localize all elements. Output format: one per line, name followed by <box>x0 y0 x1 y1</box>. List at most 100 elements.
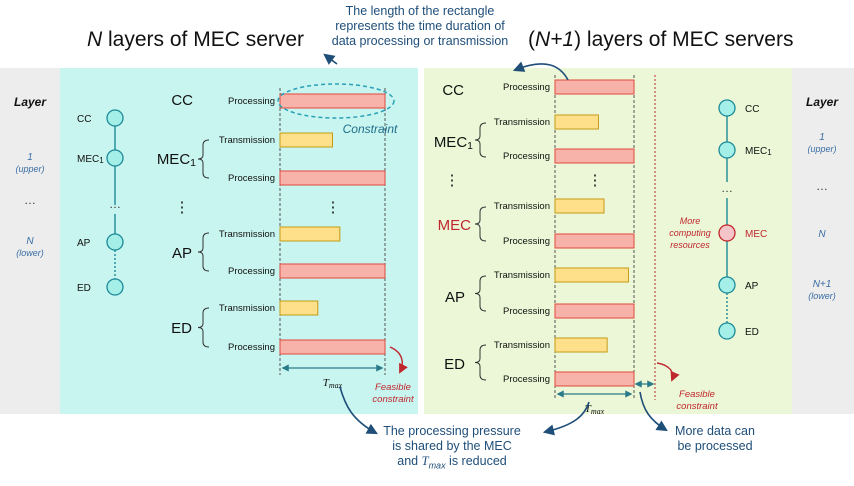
pressure-arrow-right <box>542 401 590 436</box>
transmission-bar-4 <box>279 226 341 242</box>
layer-label-1: 1 <box>27 152 33 163</box>
brace-ed <box>197 307 210 348</box>
group-label-mec: MEC <box>438 217 472 234</box>
feasible-line1: Feasible <box>679 389 715 400</box>
pressure-note-and: and <box>397 454 422 468</box>
constraint-label: Constraint <box>343 122 398 136</box>
feasible-arrow <box>389 346 408 374</box>
right-title-rest: ) layers of MEC servers <box>574 28 794 51</box>
processing-bar-7 <box>554 303 635 319</box>
processing-bar-5 <box>279 263 386 279</box>
transmission-bar-2 <box>279 132 333 148</box>
feasible-line2: constraint <box>372 394 414 405</box>
group-label-cc: CC <box>442 82 464 99</box>
row-label-7: Processing <box>503 306 550 317</box>
node-label-mec1: MEC1 <box>77 154 104 165</box>
brace-mec1 <box>197 139 210 179</box>
right-title-open: ( <box>528 28 535 51</box>
group-label-ed: ED <box>444 356 465 373</box>
layer-label-upper: (upper) <box>15 164 44 174</box>
brace-mec1 <box>474 122 487 158</box>
row-vdots: ⋮ <box>588 172 603 189</box>
row-label-4: Transmission <box>219 229 275 240</box>
layer-label-lower: (lower) <box>16 248 44 258</box>
right-title-var: N+1 <box>535 28 575 51</box>
node-label-ed: ED <box>77 283 91 294</box>
group-label-vdots: ⋮ <box>175 199 190 216</box>
row-label-9: Processing <box>503 374 550 385</box>
node-ap <box>106 233 124 251</box>
pressure-note: The processing pressure is shared by the… <box>352 424 552 474</box>
row-label-6: Transmission <box>494 270 550 281</box>
right-title: (N+1) layers of MEC servers <box>528 28 793 52</box>
node-label-cc: CC <box>745 104 759 115</box>
row-label-7: Processing <box>228 342 275 353</box>
layer-label-n: N <box>818 229 826 240</box>
transmission-bar-4 <box>554 198 605 214</box>
processing-bar-1 <box>279 93 386 109</box>
row-vdots: ⋮ <box>326 199 341 216</box>
more-resources-line3: resources <box>670 240 710 250</box>
brace-mec <box>474 206 487 242</box>
brace-ed <box>474 344 487 381</box>
node-mec1 <box>718 141 736 159</box>
row-label-2: Transmission <box>494 117 550 128</box>
row-label-6: Transmission <box>219 303 275 314</box>
left-title-var: N <box>87 28 103 51</box>
row-label-2: Transmission <box>219 135 275 146</box>
top-note-line3: data processing or transmission <box>331 34 509 48</box>
processing-bar-7 <box>279 339 386 355</box>
node-label-mec1: MEC1 <box>745 146 772 157</box>
layer-label-ellipsis: … <box>816 179 828 193</box>
transmission-bar-2 <box>554 114 599 130</box>
layer-label-ellipsis: … <box>24 193 36 207</box>
layer-label-upper: (upper) <box>807 144 836 154</box>
transmission-bar-6 <box>279 300 319 316</box>
row-label-1: Processing <box>228 96 275 107</box>
more-data-note: More data can be processed <box>660 424 770 454</box>
processing-bar-1 <box>554 79 635 95</box>
top-note-arrow <box>323 53 338 65</box>
top-note: The length of the rectangle represents t… <box>300 4 540 49</box>
tmax-label: Tmax <box>585 403 605 416</box>
node-ap <box>718 276 736 294</box>
right-hierarchy: …CCMEC1MECAPEDMorecomputingresourcesLaye… <box>669 95 839 340</box>
more-data-line2: be processed <box>677 439 753 453</box>
transmission-bar-8 <box>554 337 608 353</box>
layer-label-n: N <box>26 236 34 247</box>
pressure-note-line1: The processing pressure <box>383 424 521 438</box>
node-cc <box>106 109 124 127</box>
row-label-3: Processing <box>503 151 550 162</box>
pressure-note-tmax: T <box>421 454 429 468</box>
more-data-line1: More data can <box>675 424 755 438</box>
tmax-label: Tmax <box>323 377 343 390</box>
left-title-rest: layers of MEC server <box>102 28 305 51</box>
pressure-note-rest: is reduced <box>445 454 507 468</box>
layer-heading-left: Layer <box>14 95 47 109</box>
left-timeline: ProcessingTransmissionProcessingTransmis… <box>157 83 414 405</box>
layer-label-lower: (lower) <box>808 291 836 301</box>
group-label-ap: AP <box>172 245 192 262</box>
processing-bar-5 <box>554 233 635 249</box>
more-resources-line1: More <box>680 216 701 226</box>
pressure-note-line3: and Tmax is reduced <box>352 454 552 474</box>
feasible-arrow <box>656 362 680 382</box>
node-label-ap: AP <box>77 238 91 249</box>
right-timeline: ProcessingTransmissionProcessingTransmis… <box>434 75 718 416</box>
brace-ap <box>474 275 487 312</box>
node-mec <box>718 224 736 242</box>
layer-heading-right: Layer <box>806 95 839 109</box>
row-label-5: Processing <box>503 236 550 247</box>
group-label-vdots: ⋮ <box>445 172 460 189</box>
top-note-arrow-right <box>512 61 569 81</box>
row-label-1: Processing <box>503 82 550 93</box>
pressure-note-line2: is shared by the MEC <box>392 439 512 453</box>
row-label-8: Transmission <box>494 340 550 351</box>
constraint-ellipse <box>277 83 395 119</box>
node-cc <box>718 99 736 117</box>
group-label-ap: AP <box>445 289 465 306</box>
processing-bar-9 <box>554 371 635 387</box>
row-label-5: Processing <box>228 266 275 277</box>
top-note-line2: represents the time duration of <box>335 19 505 33</box>
feasible-line1: Feasible <box>375 382 411 393</box>
